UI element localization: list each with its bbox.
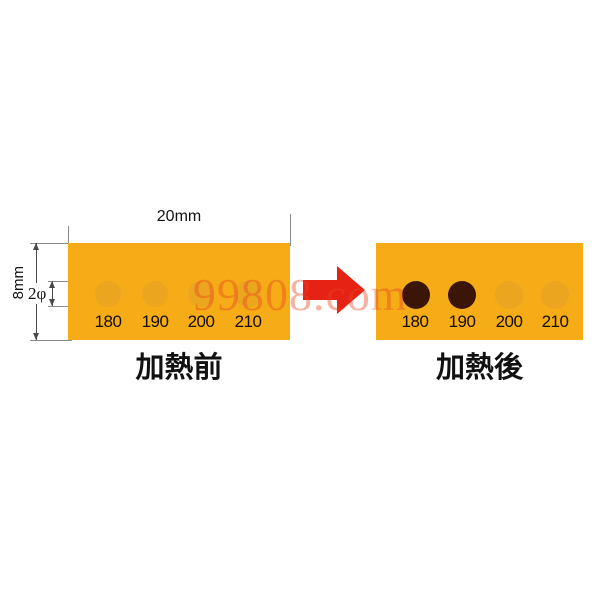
temp-label-180-after: 180 (401, 312, 429, 331)
dimension-label-width-text: 20mm (149, 208, 209, 225)
temp-label-210-before: 210 (234, 312, 262, 331)
right-arrow-glyph (303, 266, 365, 314)
indicator-dot-200-before (188, 281, 214, 307)
indicator-dot-180-before (95, 281, 121, 307)
hole-arrowhead-top (49, 281, 55, 288)
temp-label-190-after: 190 (448, 312, 476, 331)
dimension-arrowhead-bottom (33, 333, 39, 340)
thermal-indicator-strip-before: 180 190 200 210 (68, 243, 290, 340)
indicator-dot-200-after (495, 281, 523, 309)
indicator-dot-210-before (235, 281, 261, 307)
indicator-dot-190-after (448, 281, 476, 309)
hole-arrowhead-bottom (49, 299, 55, 306)
caption-after-heating: 加熱後 (435, 350, 523, 384)
dimension-label-hole: 2φ (26, 283, 49, 304)
dimension-label-width: 20mm (68, 208, 290, 226)
extension-line-right (290, 214, 291, 246)
dimension-arrowhead-top (33, 243, 39, 250)
temp-label-200-before: 200 (187, 312, 215, 331)
dimension-line-hole (49, 281, 55, 306)
temp-label-210-after: 210 (541, 312, 569, 331)
indicator-dot-180-after (402, 281, 430, 309)
caption-before-heating: 加熱前 (135, 350, 223, 384)
extension-line-bottom (30, 340, 72, 341)
right-arrow-icon (303, 266, 365, 314)
temp-label-200-after: 200 (495, 312, 523, 331)
thermal-indicator-strip-after: 180 190 200 210 (376, 243, 583, 340)
extension-line-top (30, 243, 72, 244)
temp-label-190-before: 190 (141, 312, 169, 331)
temp-label-180-before: 180 (94, 312, 122, 331)
indicator-dot-210-after (541, 281, 569, 309)
indicator-dot-190-before (142, 281, 168, 307)
extension-line-left (68, 214, 69, 246)
